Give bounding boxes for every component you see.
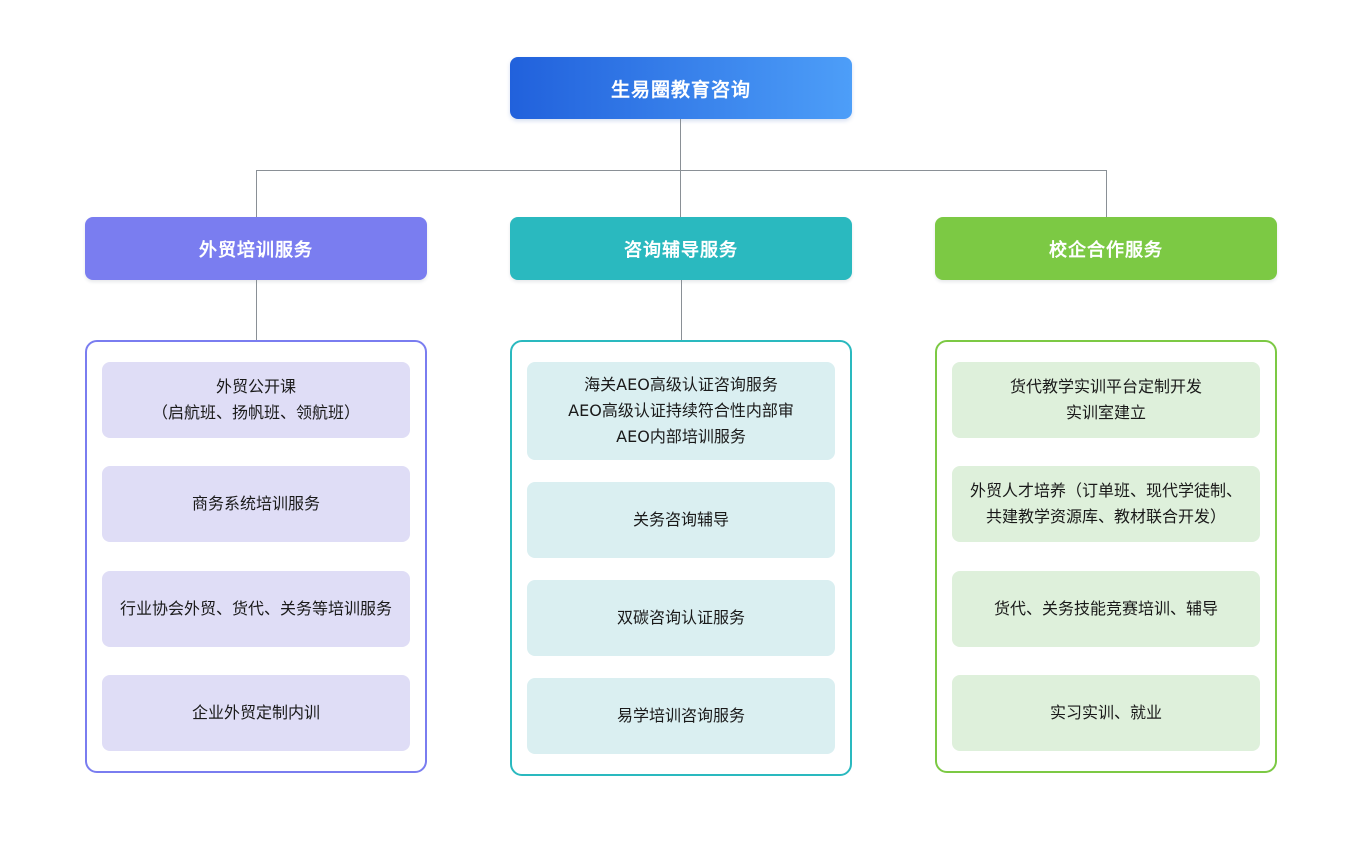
branch-item: 关务咨询辅导 [527,482,835,558]
branch-column: 外贸培训服务外贸公开课 （启航班、扬帆班、领航班） 商务系统培训服务行业协会外贸、… [85,217,427,773]
branch-item-group: 外贸公开课 （启航班、扬帆班、领航班） 商务系统培训服务行业协会外贸、货代、关务等… [85,340,427,773]
branch-column: 咨询辅导服务海关AEO高级认证咨询服务 AEO高级认证持续符合性内部审 AEO内… [510,217,852,776]
branch-column: 校企合作服务货代教学实训平台定制开发 实训室建立外贸人才培养（订单班、现代学徒制… [935,217,1277,773]
connector-drop-middle [680,170,681,217]
branch-item: 双碳咨询认证服务 [527,580,835,656]
root-node: 生易圈教育咨询 [510,57,852,119]
branch-item: 企业外贸定制内训 [102,674,410,751]
branch-connector-line [255,280,257,340]
branch-header-label: 校企合作服务 [1049,239,1163,261]
connector-horizontal [256,170,1106,171]
branch-connector-line [680,280,682,340]
branch-header: 外贸培训服务 [85,217,427,280]
branch-header-label: 外贸培训服务 [199,239,313,261]
branch-header: 咨询辅导服务 [510,217,852,280]
branch-item-group: 海关AEO高级认证咨询服务 AEO高级认证持续符合性内部审 AEO内部培训服务关… [510,340,852,776]
branch-item: 海关AEO高级认证咨询服务 AEO高级认证持续符合性内部审 AEO内部培训服务 [527,362,835,460]
branch-item: 外贸公开课 （启航班、扬帆班、领航班） [102,362,410,438]
branch-connector-line [1106,280,1107,340]
branch-item: 货代、关务技能竞赛培训、辅导 [952,570,1260,647]
root-node-label: 生易圈教育咨询 [610,78,751,101]
branch-item: 实习实训、就业 [952,674,1260,751]
branch-item: 行业协会外贸、货代、关务等培训服务 [102,570,410,647]
branch-item: 易学培训咨询服务 [527,678,835,754]
branch-header-label: 咨询辅导服务 [624,239,738,261]
connector-drop-right [1106,170,1107,217]
branch-item: 外贸人才培养（订单班、现代学徒制、共建教学资源库、教材联合开发） [952,466,1260,543]
branch-header: 校企合作服务 [935,217,1277,280]
connector-drop-left [256,170,257,217]
branch-item: 商务系统培训服务 [102,466,410,543]
branch-item-group: 货代教学实训平台定制开发 实训室建立外贸人才培养（订单班、现代学徒制、共建教学资… [935,340,1277,773]
branch-item: 货代教学实训平台定制开发 实训室建立 [952,362,1260,438]
connector-root-drop [680,119,681,170]
